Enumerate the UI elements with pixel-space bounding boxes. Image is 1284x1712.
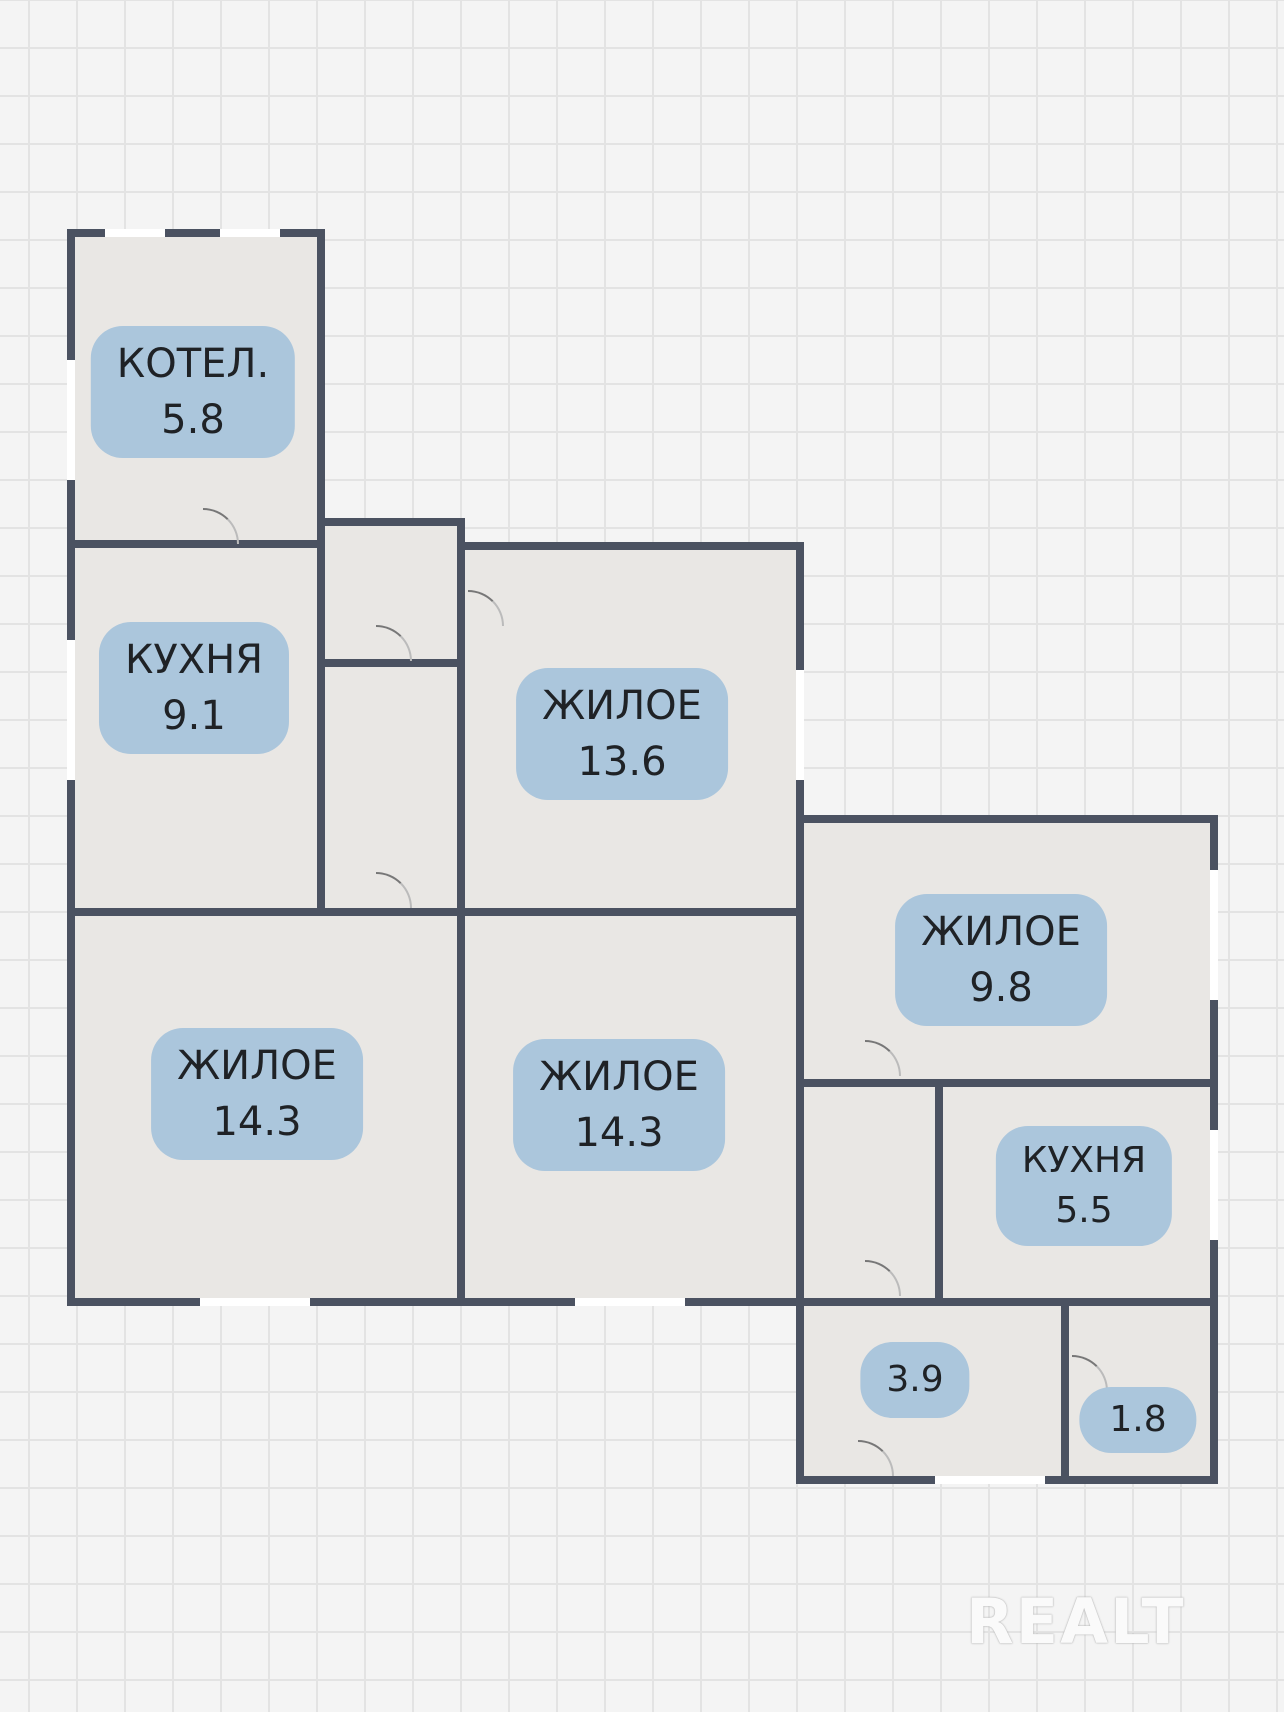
window	[67, 360, 75, 480]
window	[200, 1298, 310, 1306]
room-label: 1.8	[1079, 1387, 1197, 1453]
window	[1210, 870, 1218, 1000]
window	[1210, 1130, 1218, 1240]
room-area: 5.5	[1055, 1190, 1113, 1231]
room-area: 5.8	[161, 397, 225, 443]
window	[105, 229, 165, 237]
room-area: 1.8	[1109, 1399, 1167, 1440]
room-name: КУХНЯ	[1021, 1140, 1147, 1181]
room-label: КУХНЯ 5.5	[995, 1126, 1173, 1246]
room-label: ЖИЛОЕ 13.6	[516, 668, 728, 800]
window	[796, 670, 804, 780]
room-name: ЖИЛОЕ	[542, 683, 702, 729]
room-label: 3.9	[860, 1342, 970, 1418]
window	[220, 229, 280, 237]
window	[935, 1476, 1045, 1484]
room-area: 14.3	[212, 1099, 302, 1145]
room-label: ЖИЛОЕ 9.8	[895, 894, 1107, 1026]
room-area: 9.1	[162, 693, 226, 739]
realt-watermark: REALT	[966, 1585, 1186, 1658]
room-name: КОТЕЛ.	[116, 341, 270, 387]
room-area: 9.8	[969, 965, 1033, 1011]
room-name: КУХНЯ	[124, 637, 264, 683]
room-label: ЖИЛОЕ 14.3	[513, 1039, 725, 1171]
room-area: 13.6	[577, 739, 667, 785]
room-area: 3.9	[886, 1359, 944, 1400]
room-name: ЖИЛОЕ	[921, 909, 1081, 955]
room-name: ЖИЛОЕ	[177, 1043, 337, 1089]
room-area: 14.3	[574, 1110, 664, 1156]
room-label: ЖИЛОЕ 14.3	[151, 1028, 363, 1160]
window	[67, 640, 75, 780]
room-name: ЖИЛОЕ	[539, 1054, 699, 1100]
room-label: КОТЕЛ. 5.8	[90, 326, 296, 458]
window	[575, 1298, 685, 1306]
room-label: КУХНЯ 9.1	[98, 622, 290, 754]
